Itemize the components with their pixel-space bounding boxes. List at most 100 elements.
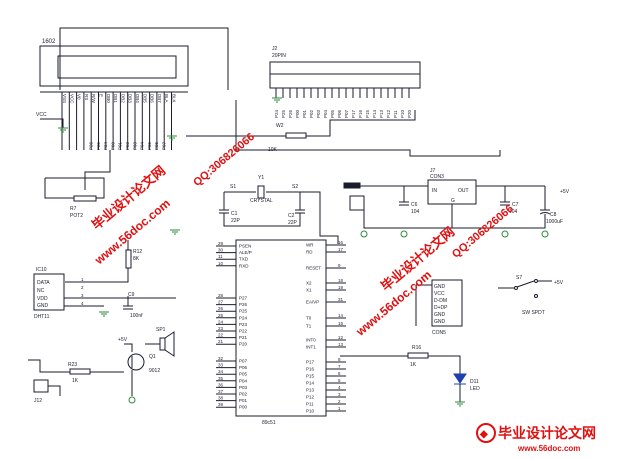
usb-pin-3: D-DM [434, 298, 447, 304]
ground-symbol-led [455, 401, 465, 407]
header-pin-label: P16 [358, 109, 363, 118]
buzzer-vcc: +5V [118, 337, 128, 343]
usb-ref: CON5 [432, 330, 446, 336]
lcd-net-label: P07 [162, 141, 167, 150]
usb-pin-4: D+DP [434, 305, 448, 311]
mcu-left-pin-label: P03 [239, 385, 248, 390]
c1-ref: C1 [231, 211, 238, 217]
lcd-pin-label: V0 [77, 94, 82, 100]
mcu-right-pin-label: P17 [306, 360, 315, 365]
sensor-pin-4: GND [37, 303, 49, 309]
ground-symbol-lcd [58, 127, 68, 133]
q1-type: 9012 [149, 368, 160, 374]
mcu-right-pin-num: 9 [338, 263, 341, 268]
mcu-left-pin-num: 28 [218, 293, 224, 298]
mcu-right-pin-num: 2 [338, 399, 341, 404]
r23-body [69, 368, 91, 375]
mcu-right-pin-num: 3 [338, 392, 341, 397]
c6-ref: C6 [411, 202, 418, 208]
crystal-s1: S1 [230, 184, 236, 190]
buzzer-ref: SP1 [156, 327, 166, 333]
mcu-right-pin-label: WR [306, 243, 314, 248]
sensor-num-2: 2 [81, 285, 84, 290]
mcu-left-pin-label: P21 [239, 335, 248, 340]
sensor-num-3: 3 [81, 293, 84, 298]
mcu-right-pins: 16WR17RD9RESET18X219X131EA/VP14T015T112I… [306, 240, 346, 414]
usb-pin-5: GND [434, 312, 446, 318]
mcu-left-pin-label: P27 [239, 296, 248, 301]
mcu-left-pin-num: 39 [218, 402, 224, 407]
mcu-left-pin-num: 10 [218, 261, 224, 266]
header-pin-label: P00 [295, 109, 300, 118]
lcd-pin-label: VSS [62, 94, 67, 103]
mcu-left-pin-label: P07 [239, 359, 248, 364]
usb-wire [415, 284, 432, 326]
mcu-right-pin-label: T0 [306, 316, 312, 321]
mcu-left-pin-label: P22 [239, 329, 248, 334]
sensor-pin-2: NC [37, 288, 45, 294]
lcd-net-label: P00 [110, 141, 115, 150]
r23-ref: R23 [68, 362, 77, 368]
ground-symbols-reg [360, 230, 549, 238]
lcd-pin-label: R/W [91, 94, 96, 104]
switch-contact-a [534, 279, 538, 283]
lcd-pin-label: DB1 [113, 94, 118, 103]
mcu-right-pin-num: 13 [338, 342, 344, 347]
header-pin-label: P02 [309, 109, 314, 118]
pot-r7-wire-l [44, 178, 74, 199]
c8-plate-b [539, 212, 551, 215]
r12-wire-bot [65, 268, 129, 283]
switch-name: SW SPDT [522, 310, 545, 316]
transistor-q1 [127, 353, 145, 371]
r12-body [125, 249, 132, 269]
pot-r7-wire-r [45, 177, 105, 199]
mcu-body [235, 239, 327, 417]
mcu-right-pin-num: 8 [338, 357, 341, 362]
mcu-right-pin-num: 31 [338, 297, 344, 302]
pot-w2-wire-r [306, 110, 416, 137]
header-pin-label: P20 [407, 109, 412, 118]
lcd-pin-label: VCC [69, 94, 74, 104]
ground-symbol-header [272, 97, 282, 103]
r23-wire-l [28, 359, 70, 373]
mcu-left-pin-num: 37 [218, 389, 224, 394]
usb-connector: GND VCC D-DM D+DP GND GND CON5 [415, 279, 463, 336]
buzzer-cone [164, 331, 175, 357]
c8-value: 1000uF [546, 219, 563, 225]
mcu-right-pin-num: 6 [338, 371, 341, 376]
mcu-left-pin-label: P05 [239, 372, 248, 377]
mcu-right-pin-label: EA/VP [306, 300, 319, 305]
sensor-pin-3: VDD [37, 296, 48, 302]
mcu-left-pin-num: 22 [218, 333, 224, 338]
watermark-qq-left-text: QQ:306826066 [191, 131, 257, 189]
mcu-left-pin-label: P01 [239, 398, 248, 403]
header-pin-label: P06 [337, 109, 342, 118]
switch-s7: S7 +5V SW SPDT [498, 275, 564, 316]
mcu-left-pin-label: ALE/P [239, 250, 252, 255]
ground-symbol-buzzer [128, 396, 136, 404]
lcd-pin-label: DB6 [150, 94, 155, 103]
vcc-label: VCC [36, 112, 47, 118]
lcd-pin-label: DB3 [128, 94, 133, 103]
ground-symbol-pot [170, 229, 180, 235]
sensor-num-4: 4 [81, 301, 84, 306]
reg-plus5v: +5V [560, 189, 570, 195]
watermark-qq-right: QQ:306826066 [450, 203, 516, 261]
lcd-pin-label: DB0 [106, 94, 111, 103]
mcu-left-pin-num: 26 [218, 306, 224, 311]
mcu-left-pin-num: 38 [218, 396, 224, 401]
header-pin-label: P26 [288, 109, 293, 118]
switch-vcc: +5V [554, 280, 564, 286]
mcu-left-pin-num: 27 [218, 300, 224, 305]
crystal-s2: S2 [292, 184, 298, 190]
mcu-left-pin-num: 33 [218, 363, 224, 368]
dc-jack-body [349, 195, 365, 211]
mcu-name: 89c51 [262, 420, 276, 426]
header-ref: J2 [272, 46, 278, 52]
header-pin-label: P07 [344, 109, 349, 118]
usb-body [431, 279, 463, 327]
q1-ref: Q1 [149, 354, 156, 360]
mcu-right-pin-num: 15 [338, 321, 344, 326]
